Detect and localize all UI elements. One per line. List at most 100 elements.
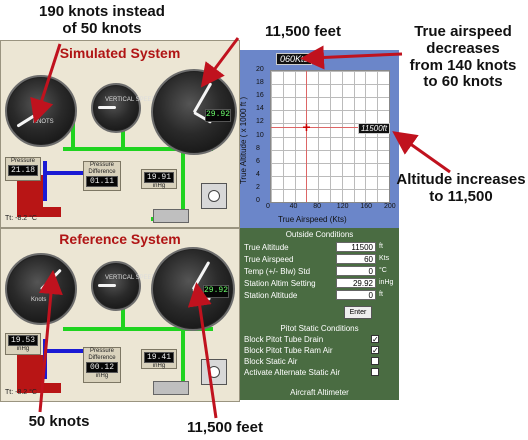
- alternate-static-valve: [153, 209, 189, 223]
- alternate-static-label: Activate Alternate Static Air: [244, 368, 341, 377]
- block-static-air-checkbox[interactable]: [371, 357, 379, 365]
- grid-line-horizontal: [271, 188, 389, 190]
- current-state-marker: +: [302, 118, 311, 135]
- pressure-difference-value: 01.11: [86, 176, 118, 187]
- y-tick-label: 0: [256, 197, 260, 204]
- grid-line-vertical: [377, 71, 379, 202]
- grid-line-vertical: [341, 71, 343, 202]
- enter-button[interactable]: Enter: [344, 306, 372, 319]
- pressure-label: Pressure: [10, 158, 35, 164]
- grid-line-horizontal: [271, 175, 389, 177]
- pitot-pressure-box: Pressure 21.18: [5, 157, 41, 181]
- true-airspeed-input[interactable]: 60: [336, 254, 376, 264]
- grid-line-vertical: [353, 71, 355, 202]
- pitot-blue-line: [43, 161, 47, 201]
- y-tick-label: 8: [256, 144, 260, 152]
- temperature-readout: Tt: -8.2 °C: [5, 215, 37, 222]
- station-altitude-input[interactable]: 0: [336, 290, 376, 300]
- static-port: [201, 183, 227, 209]
- pitot-pressure-value: 19.53: [8, 335, 38, 346]
- block-static-air-label: Block Static Air: [244, 357, 298, 366]
- arrow-to-altitude-readout: [392, 131, 451, 174]
- static-port: [201, 359, 227, 385]
- annotation-190-knots: 190 knots instead of 50 knots: [39, 3, 165, 37]
- y-tick-label: 12: [256, 118, 264, 126]
- static-line: [181, 139, 185, 221]
- reference-system-title: Reference System: [59, 231, 181, 247]
- true-altitude-unit: ft: [379, 243, 383, 250]
- x-tick-label: 40: [289, 203, 298, 210]
- pressure-difference-box: Pressure Difference 00.12 inHg: [83, 347, 121, 383]
- station-altim-input[interactable]: 29.92: [336, 278, 376, 288]
- airspeed-crosshair-line: [306, 71, 308, 202]
- temp-label: Temp (+/- Blw) Std: [244, 267, 311, 276]
- alternate-static-checkbox[interactable]: [371, 368, 379, 376]
- aircraft-altimeter-footer[interactable]: Aircraft Altimeter: [290, 388, 349, 397]
- static-pressure-box: 19.41 inHg: [141, 349, 177, 369]
- station-altim-unit: inHg: [379, 279, 394, 286]
- vsi-label: VERTICAL SPEED: [105, 275, 157, 281]
- temp-input[interactable]: 0: [336, 266, 376, 276]
- y-tick-label: 20: [256, 66, 264, 73]
- arrow-to-simulated-altimeter: [200, 37, 240, 88]
- diff-label: Pressure Difference: [88, 348, 116, 361]
- arrow-to-simulated-asi: [30, 43, 62, 124]
- pitot-blue-line: [43, 171, 103, 175]
- pitot-line: [63, 327, 213, 331]
- temp-unit: °C: [379, 267, 387, 274]
- asi-label: Knots: [31, 297, 47, 303]
- y-tick-label: 16: [256, 92, 264, 100]
- pitot-pressure-box: 19.53 inHg: [5, 333, 41, 355]
- grid-line-vertical: [365, 71, 367, 202]
- y-tick-label: 2: [256, 183, 260, 191]
- pitot-line: [121, 301, 125, 331]
- arrow-to-reference-asi: [38, 270, 63, 413]
- altitude-crosshair-line: [271, 126, 389, 128]
- x-tick-label: 80: [313, 203, 321, 210]
- pitot-blue-line: [43, 349, 103, 353]
- true-altitude-label: True Altitude: [244, 243, 289, 252]
- pitot-tube-red: [17, 383, 61, 393]
- x-tick-label: 160: [360, 203, 373, 210]
- pitot-line: [121, 121, 125, 151]
- y-tick-label: 4: [256, 170, 260, 178]
- altitude-readout: 11500ft: [358, 123, 391, 134]
- annotation-altitude-increases: Altitude increases to 11,500: [396, 171, 526, 205]
- static-pressure-value: 19.41: [144, 352, 174, 363]
- true-airspeed-unit: Kts: [379, 255, 390, 262]
- simulated-system-panel: Simulated System KNOTS VERTICAL SPEED 29…: [0, 40, 240, 228]
- static-pressure-unit: inHg: [152, 363, 166, 369]
- simulated-system-title: Simulated System: [59, 45, 181, 61]
- static-pressure-unit: inHg: [152, 183, 166, 189]
- static-pressure-value: 19.91: [144, 172, 174, 183]
- block-pitot-ram-label: Block Pitot Tube Ram Air: [244, 346, 333, 355]
- graph-plot-area[interactable]: +: [270, 70, 390, 203]
- pitot-pressure-unit: inHg: [16, 346, 30, 352]
- station-altitude-unit: ft: [379, 291, 383, 298]
- pitot-line: [63, 147, 213, 151]
- diff-label: Pressure Difference: [88, 162, 116, 175]
- outside-conditions-header: Outside Conditions: [285, 230, 354, 239]
- pitot-tube-red: [17, 207, 61, 217]
- vertical-speed-indicator: VERTICAL SPEED: [91, 83, 156, 133]
- pitot-tube-red: [17, 355, 43, 385]
- static-pressure-box: 19.91 inHg: [141, 169, 177, 189]
- y-tick-label: 18: [256, 79, 264, 87]
- annotation-airspeed-decreases: True airspeed decreases from 140 knots t…: [409, 23, 517, 91]
- vsi-label: VERTICAL SPEED: [105, 97, 157, 103]
- block-pitot-drain-checkbox[interactable]: ✓: [371, 335, 379, 344]
- y-tick-label: 10: [256, 131, 264, 139]
- grid-line-horizontal: [271, 149, 389, 151]
- block-pitot-ram-checkbox[interactable]: ✓: [371, 346, 379, 355]
- static-line: [181, 321, 185, 391]
- y-tick-label: 6: [256, 157, 260, 165]
- x-tick-label: 200: [384, 203, 396, 210]
- station-altim-label: Station Altim Setting: [244, 279, 316, 288]
- arrow-to-airspeed-readout: [300, 45, 403, 70]
- grid-line-horizontal: [271, 162, 389, 164]
- reference-system-panel: Reference System Knots VERTICAL SPEED 29…: [0, 228, 240, 402]
- true-altitude-input[interactable]: 11500: [336, 242, 376, 252]
- static-port-icon: [208, 190, 220, 202]
- vertical-speed-indicator: VERTICAL SPEED: [91, 261, 156, 311]
